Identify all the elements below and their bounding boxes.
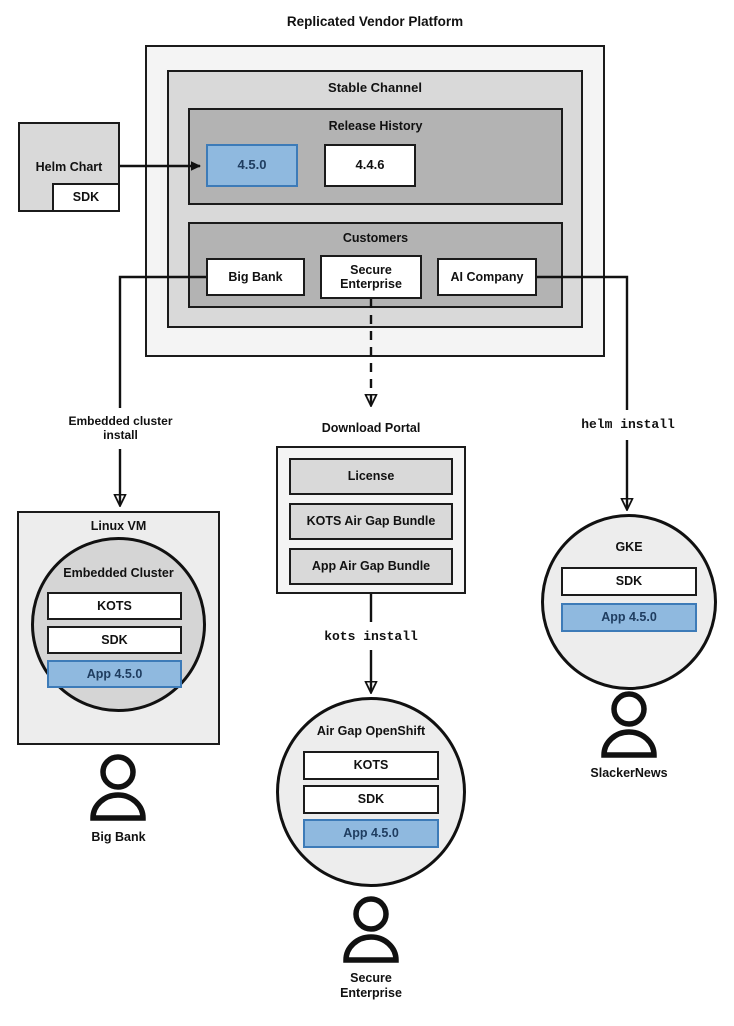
kots-install-label: kots install [324,629,418,644]
customer-big-bank[interactable]: Big Bank [206,258,305,296]
helm-chart-sdk-box[interactable]: SDK [52,183,120,212]
gke-component-sdk-label: SDK [615,574,643,589]
gke-customer-label: SlackerNews [590,766,668,780]
release-item-450[interactable]: 4.5.0 [206,144,298,187]
release-item-446[interactable]: 4.4.6 [324,144,416,187]
linux-vm-component-kots[interactable]: KOTS [47,592,182,620]
person-icon-big-bank [90,754,146,821]
openshift-component-kots-label: KOTS [353,758,389,773]
customer-secure-enterprise-line1: Secure [350,262,392,277]
openshift-component-kots[interactable]: KOTS [303,751,439,780]
embedded-cluster-label: Embedded Cluster [63,566,174,580]
gke-label: GKE [615,540,643,554]
openshift-customer-line2: Enterprise [340,986,402,1000]
download-portal-item-app-air-gap-bundle[interactable]: App Air Gap Bundle [289,548,453,585]
release-item-446-label: 4.4.6 [355,157,385,173]
release-item-450-label: 4.5.0 [237,157,267,173]
download-portal-item-kots-air-gap-bundle[interactable]: KOTS Air Gap Bundle [289,503,453,540]
person-icon-slackernews [601,691,657,758]
linux-vm-component-sdk[interactable]: SDK [47,626,182,654]
customers-label: Customers [342,231,409,245]
linux-vm-component-app-label: App 4.5.0 [86,666,143,681]
gke-component-sdk[interactable]: SDK [561,567,697,596]
openshift-component-app[interactable]: App 4.5.0 [303,819,439,848]
customer-ai-company[interactable]: AI Company [437,258,537,296]
download-portal-item-license[interactable]: License [289,458,453,495]
download-portal-label: Download Portal [321,421,421,435]
customer-secure-enterprise[interactable]: Secure Enterprise [320,255,422,299]
release-history-label: Release History [328,119,423,133]
air-gap-openshift-label: Air Gap OpenShift [316,724,426,738]
page-title: Replicated Vendor Platform [286,14,464,29]
download-portal-item-app-air-gap-bundle-label: App Air Gap Bundle [311,559,431,574]
download-portal-item-license-label: License [347,469,395,484]
stable-channel-label: Stable Channel [328,80,422,95]
linux-vm-label: Linux VM [90,519,147,533]
gke-component-app-label: App 4.5.0 [601,610,657,625]
download-portal-item-kots-air-gap-bundle-label: KOTS Air Gap Bundle [306,514,436,529]
helm-install-label: helm install [581,417,675,432]
customer-secure-enterprise-line2: Enterprise [340,277,402,291]
linux-vm-component-app[interactable]: App 4.5.0 [47,660,182,688]
linux-vm-component-kots-label: KOTS [97,598,132,613]
gke-circle [541,514,717,690]
openshift-component-sdk-label: SDK [357,792,385,807]
helm-chart-sdk-label: SDK [72,190,100,205]
helm-chart-label: Helm Chart [35,159,103,174]
customer-ai-company-label: AI Company [450,269,524,284]
openshift-component-sdk[interactable]: SDK [303,785,439,814]
openshift-customer-label: Secure Enterprise [276,971,466,1001]
customer-secure-enterprise-label: Secure Enterprise [322,257,420,297]
embedded-install-line1: Embedded cluster [68,414,173,428]
linux-vm-component-sdk-label: SDK [101,632,128,647]
openshift-component-app-label: App 4.5.0 [343,826,399,841]
openshift-customer-line1: Secure [350,971,392,985]
embedded-cluster-install-label: Embedded cluster install [48,414,193,443]
customer-big-bank-label: Big Bank [228,269,283,284]
gke-component-app[interactable]: App 4.5.0 [561,603,697,632]
person-icon-secure-enterprise [343,896,399,963]
linux-vm-customer-label: Big Bank [91,830,146,844]
embedded-install-line2: install [103,428,138,443]
